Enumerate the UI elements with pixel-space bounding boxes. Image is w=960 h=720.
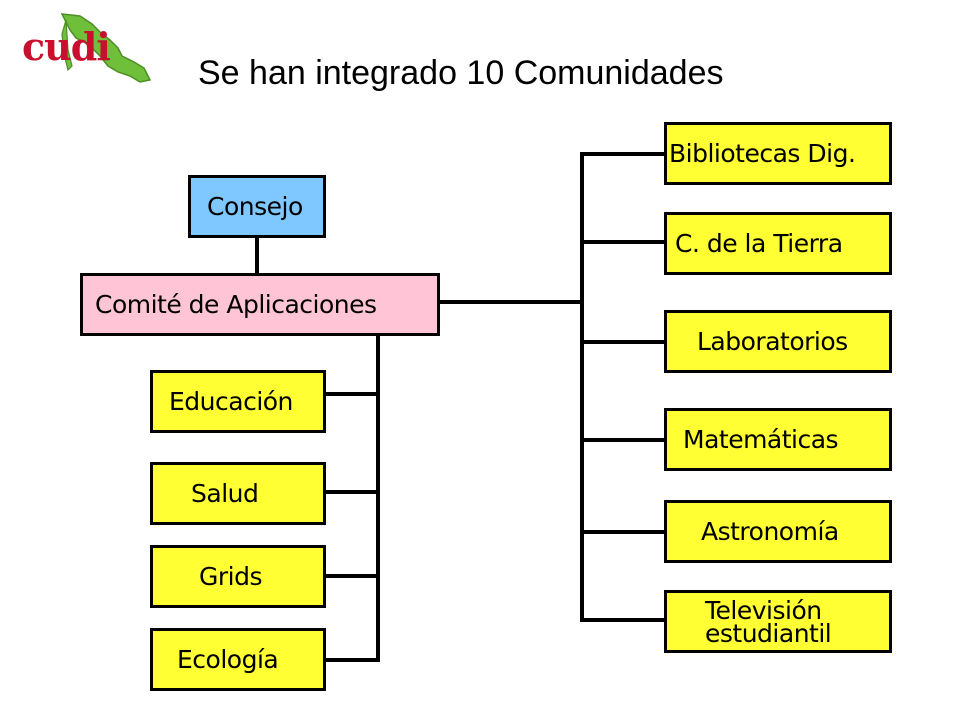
right-branch-6 xyxy=(580,618,666,622)
community-ecologia: Ecología xyxy=(150,628,326,691)
community-label: Laboratorios xyxy=(697,327,848,356)
community-label: Bibliotecas Dig. xyxy=(669,139,856,168)
committee-box: Comité de Aplicaciones xyxy=(80,273,440,336)
community-label: Astronomía xyxy=(701,517,839,546)
community-astronomia: Astronomía xyxy=(664,500,892,563)
cudi-logo: cudi xyxy=(10,10,160,90)
community-grids: Grids xyxy=(150,545,326,608)
community-television: Televisión estudiantil xyxy=(664,590,892,653)
connector-council-committee xyxy=(255,236,259,276)
right-branch-2 xyxy=(580,240,666,244)
community-label: Educación xyxy=(169,387,293,416)
community-bibliotecas: Bibliotecas Dig. xyxy=(664,122,892,185)
right-branch-4 xyxy=(580,438,666,442)
right-branch-3 xyxy=(580,340,666,344)
left-branch-3 xyxy=(324,574,380,578)
community-label: Ecología xyxy=(177,645,279,674)
council-box: Consejo xyxy=(188,175,326,238)
community-label-line2: estudiantil xyxy=(705,618,832,648)
connector-committee-right xyxy=(438,300,582,304)
page-title: Se han integrado 10 Comunidades xyxy=(198,54,724,92)
logo-text: cudi xyxy=(22,24,111,69)
right-trunk-line xyxy=(580,152,584,622)
community-label: Salud xyxy=(191,479,259,508)
right-branch-5 xyxy=(580,530,666,534)
community-laboratorios: Laboratorios xyxy=(664,310,892,373)
community-label: Grids xyxy=(199,562,263,591)
community-matematicas: Matemáticas xyxy=(664,408,892,471)
community-educacion: Educación xyxy=(150,370,326,433)
mexico-map-icon xyxy=(60,13,152,83)
left-branch-1 xyxy=(324,392,380,396)
community-label-line1: Televisión xyxy=(705,595,822,625)
community-tierra: C. de la Tierra xyxy=(664,212,892,275)
left-branch-2 xyxy=(324,490,380,494)
community-salud: Salud xyxy=(150,462,326,525)
right-branch-1 xyxy=(580,152,666,156)
council-label: Consejo xyxy=(207,192,303,221)
left-trunk-line xyxy=(376,336,380,662)
community-label: C. de la Tierra xyxy=(675,229,843,258)
community-label: Matemáticas xyxy=(683,425,839,454)
left-branch-4 xyxy=(324,658,380,662)
committee-label: Comité de Aplicaciones xyxy=(95,290,377,319)
